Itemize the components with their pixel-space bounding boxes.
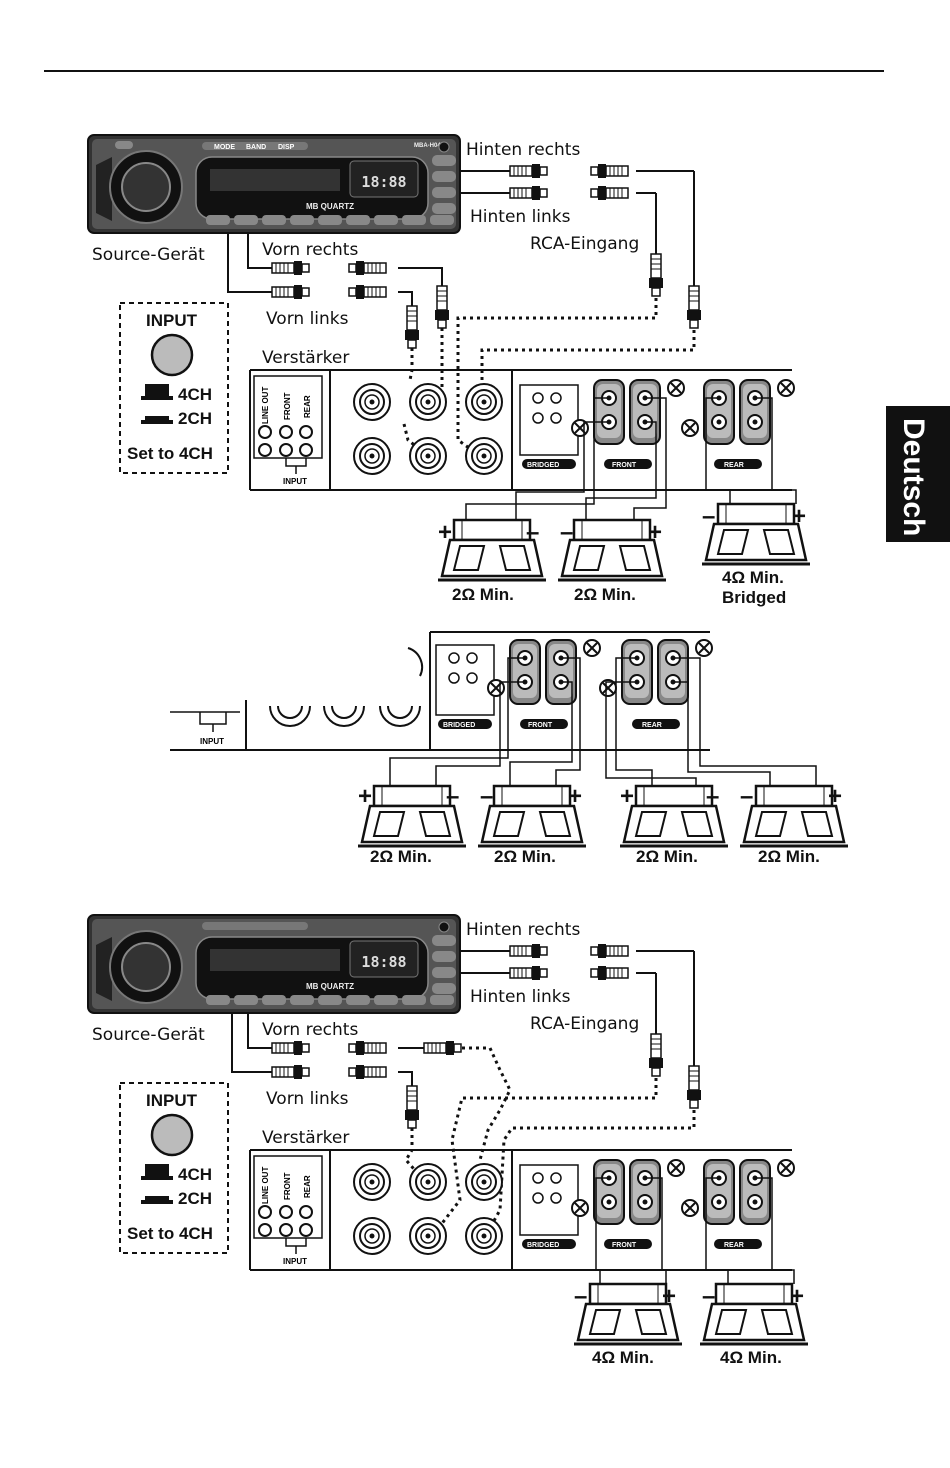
svg-text:+: +	[662, 1283, 676, 1310]
p2-speaker-3-label: 2Ω Min.	[636, 847, 698, 866]
speaker-2-label: 2Ω Min.	[574, 585, 636, 604]
svg-text:–: –	[560, 519, 573, 546]
front2-badge: FRONT	[528, 722, 553, 729]
speaker-wires-2	[389, 657, 817, 786]
language-tab-label: Deutsch	[897, 418, 930, 536]
p3-switch-2ch-label: 2CH	[178, 1189, 212, 1208]
hu2-brand: MB QUARTZ	[306, 982, 354, 991]
svg-text:–: –	[702, 1283, 715, 1310]
svg-text:–: –	[702, 503, 715, 530]
hu-right-buttons	[432, 155, 456, 214]
p3-label-source: Source-Gerät	[92, 1025, 205, 1045]
amplifier-body-2: LINE OUT FRONT REAR INPUT BRIDGED FRO	[249, 1149, 795, 1271]
svg-text:+: +	[358, 783, 372, 810]
front-label: FRONT	[283, 392, 292, 420]
p3-switch-4ch-label: 4CH	[178, 1165, 212, 1184]
label-front-right: Vorn rechts	[262, 240, 358, 260]
speaker-wires-3	[595, 1177, 795, 1284]
p3-bridged-badge: BRIDGED	[527, 1242, 559, 1249]
p3-label-amplifier: Verstärker	[262, 1128, 349, 1148]
label-amplifier: Verstärker	[262, 348, 349, 368]
hu2-clock: 18:88	[361, 953, 406, 971]
label-source: Source-Gerät	[92, 245, 205, 265]
label-rear-right: Hinten rechts	[466, 140, 580, 160]
hu-btn-band: BAND	[246, 144, 266, 151]
rear-badge: REAR	[724, 462, 744, 469]
svg-text:+: +	[828, 783, 842, 810]
input-switch-box: INPUT 4CH 2CH Set to 4CH	[119, 302, 229, 474]
panel-4-speakers: INPUT BRIDGED FRONT REAR	[170, 631, 850, 866]
hu-model: MBA-H04	[414, 143, 441, 149]
hu-brand: MB QUARTZ	[306, 202, 354, 211]
speaker-wires	[465, 397, 797, 520]
amp2-input-label: INPUT	[200, 737, 224, 746]
front-badge: FRONT	[612, 462, 637, 469]
input-switch-title: INPUT	[146, 311, 198, 330]
svg-text:+: +	[438, 519, 452, 546]
p3-rear-badge: REAR	[724, 1242, 744, 1249]
svg-text:–: –	[480, 783, 493, 810]
label-rca-input: RCA-Eingang	[530, 234, 639, 254]
hu-btn-mode: MODE	[214, 144, 235, 151]
svg-text:–: –	[526, 519, 539, 546]
hu-preset-buttons	[206, 215, 454, 225]
hu-btn-disp: DISP	[278, 144, 295, 151]
svg-text:+: +	[568, 783, 582, 810]
svg-text:+: +	[792, 503, 806, 530]
input-button-2-icon	[150, 1113, 194, 1157]
p3-switch-setting-label: Set to 4CH	[127, 1224, 213, 1243]
amplifier-body-partial: INPUT BRIDGED FRONT REAR	[170, 631, 713, 751]
switch-setting-label: Set to 4CH	[127, 444, 213, 463]
speaker-1-label: 2Ω Min.	[452, 585, 514, 604]
p3-input-switch-title: INPUT	[146, 1091, 198, 1110]
p3-label-front-left: Vorn links	[266, 1089, 349, 1109]
p3-label-rear-left: Hinten links	[470, 987, 571, 1007]
amplifier-body: LINE OUT FRONT REAR INPUT BRIDGED	[249, 369, 795, 491]
rear-label: REAR	[303, 395, 312, 418]
label-rear-left: Hinten links	[470, 207, 571, 227]
p3-speaker-2-label: 4Ω Min.	[720, 1348, 782, 1367]
svg-text:+: +	[620, 783, 634, 810]
bridged2-badge: BRIDGED	[443, 722, 475, 729]
switch-4ch-label: 4CH	[178, 385, 212, 404]
input-button-icon	[150, 333, 194, 377]
svg-text:–: –	[706, 783, 719, 810]
p3-front-label: FRONT	[283, 1172, 292, 1200]
svg-text:+: +	[648, 519, 662, 546]
svg-text:+: +	[790, 1283, 804, 1310]
p3-label-rear-right: Hinten rechts	[466, 920, 580, 940]
panel-4ch-bridged: MODE BAND DISP 18:88 MB QUARTZ MBA-H04	[87, 134, 812, 607]
p3-line-out-label: LINE OUT	[261, 1167, 270, 1204]
amp-input-label: INPUT	[283, 477, 307, 486]
p2-speaker-4-label: 2Ω Min.	[758, 847, 820, 866]
p2-speaker-1-label: 2Ω Min.	[370, 847, 432, 866]
head-unit: MODE BAND DISP 18:88 MB QUARTZ MBA-H04	[87, 134, 461, 234]
label-front-left: Vorn links	[266, 309, 349, 329]
svg-text:–: –	[740, 783, 753, 810]
speaker-3-label: 4Ω Min.	[722, 568, 784, 587]
head-unit-2: 18:88 MB QUARTZ	[87, 914, 461, 1014]
input-switch-box-2: INPUT 4CH 2CH Set to 4CH	[119, 1082, 229, 1254]
rca-cables-2	[231, 950, 695, 1086]
p3-speaker-1-label: 4Ω Min.	[592, 1348, 654, 1367]
p3-amp-input-label: INPUT	[283, 1257, 307, 1266]
p3-label-rca-input: RCA-Eingang	[530, 1014, 639, 1034]
speaker-3-sublabel: Bridged	[722, 588, 786, 607]
bridged-badge: BRIDGED	[527, 462, 559, 469]
p3-label-front-right: Vorn rechts	[262, 1020, 358, 1040]
p2-speaker-2-label: 2Ω Min.	[494, 847, 556, 866]
hu-clock: 18:88	[361, 173, 406, 191]
svg-text:–: –	[574, 1283, 587, 1310]
language-tab: Deutsch	[886, 406, 950, 542]
rca-cables	[227, 170, 695, 306]
svg-text:–: –	[446, 783, 459, 810]
line-out-label: LINE OUT	[261, 387, 270, 424]
rear2-badge: REAR	[642, 722, 662, 729]
p3-rear-label: REAR	[303, 1175, 312, 1198]
p3-front-badge: FRONT	[612, 1242, 637, 1249]
switch-2ch-label: 2CH	[178, 409, 212, 428]
panel-4ch-stereo: 18:88 MB QUARTZ	[87, 914, 810, 1367]
